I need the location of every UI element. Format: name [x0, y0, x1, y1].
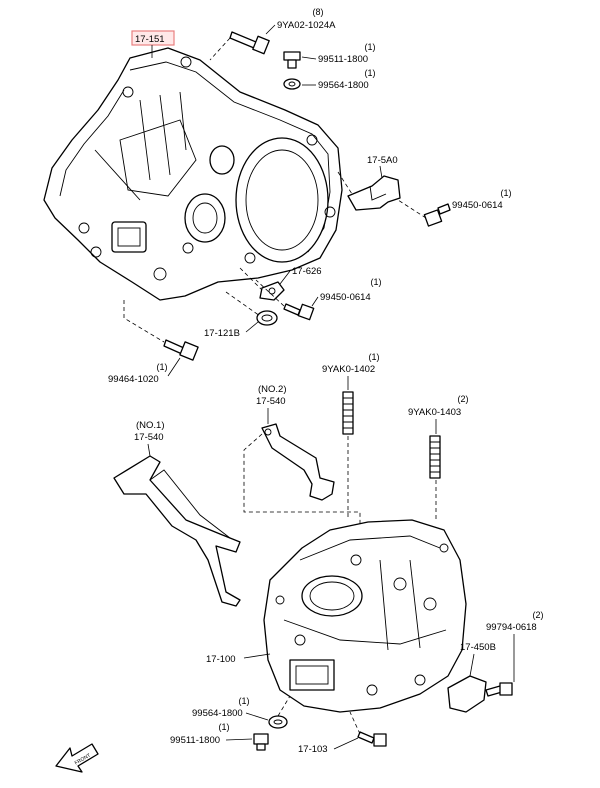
label-17-121b[interactable]: 17-121B — [204, 328, 240, 339]
plug-99511-1800-top[interactable] — [283, 51, 301, 69]
seal-17-121b[interactable] — [256, 310, 278, 326]
bolt-99794-0618[interactable] — [485, 682, 513, 697]
label-17-540-no1[interactable]: 17-540 — [134, 432, 164, 443]
label-99564-bottom[interactable]: 99564-1800 — [192, 708, 243, 719]
label-17-626[interactable]: 17-626 — [292, 266, 322, 277]
clutch-housing[interactable] — [43, 47, 343, 301]
front-direction-arrow: FRONT — [55, 743, 99, 773]
label-99564-top[interactable]: 99564-1800 — [318, 80, 369, 91]
callout-box-17-151[interactable] — [131, 30, 175, 46]
label-99511-bottom[interactable]: 99511-1800 — [170, 735, 220, 746]
gasket-17-626[interactable] — [259, 281, 285, 301]
bracket-17-540-no2[interactable] — [261, 423, 335, 501]
gasket-99564-1800-bottom[interactable] — [268, 715, 288, 729]
bolt-99450-0614-b[interactable] — [283, 303, 315, 321]
bolt-99464-1020[interactable] — [163, 339, 199, 361]
label-99794-0618[interactable]: 99794-0618 — [486, 622, 537, 633]
qty-9yak0-1402: (1) — [369, 352, 380, 362]
qty-99450-b: (1) — [371, 277, 382, 287]
plug-99511-1800-bottom[interactable] — [253, 733, 269, 751]
label-17-540-no2[interactable]: 17-540 — [256, 396, 286, 407]
qty-99564-bottom: (1) — [239, 696, 250, 706]
label-17-100[interactable]: 17-100 — [206, 654, 236, 665]
label-9yak0-1403[interactable]: 9YAK0-1403 — [408, 407, 461, 418]
label-9yak0-1402[interactable]: 9YAK0-1402 — [322, 364, 375, 375]
label-17-151[interactable]: 17-151 — [135, 34, 165, 45]
label-17-5a0[interactable]: 17-5A0 — [367, 155, 398, 166]
qty-99564-top: (1) — [365, 68, 376, 78]
transaxle-case[interactable] — [263, 519, 467, 713]
bolt-17-103[interactable] — [357, 731, 387, 747]
qty-9ya02-1024a: (8) — [313, 7, 324, 17]
qty-9yak0-1403: (2) — [458, 394, 469, 404]
label-17-450b[interactable]: 17-450B — [460, 642, 496, 653]
leader-9ya02-1024a — [209, 37, 231, 61]
label-17-540-no1-tag: (NO.1) — [136, 420, 165, 431]
bracket-17-540-no1[interactable] — [113, 455, 241, 607]
label-17-540-no2-tag: (NO.2) — [258, 384, 287, 395]
qty-99511-bottom: (1) — [219, 722, 230, 732]
bracket-17-5a0[interactable] — [347, 175, 401, 211]
label-99511-top[interactable]: 99511-1800 — [318, 54, 368, 65]
cover-17-450b[interactable] — [447, 675, 487, 713]
label-17-103[interactable]: 17-103 — [298, 744, 328, 755]
qty-99464-1020: (1) — [157, 362, 168, 372]
gasket-99564-1800-top[interactable] — [283, 78, 301, 90]
stud-9yak0-1403[interactable] — [429, 435, 441, 479]
label-9ya02-1024a[interactable]: 9YA02-1024A — [277, 20, 336, 31]
qty-99511-top: (1) — [365, 42, 376, 52]
stud-9yak0-1402[interactable] — [342, 391, 354, 435]
qty-99450-a: (1) — [501, 188, 512, 198]
label-99450-a[interactable]: 99450-0614 — [452, 200, 503, 211]
qty-99794-0618: (2) — [533, 610, 544, 620]
label-99450-b[interactable]: 99450-0614 — [320, 292, 371, 303]
bolt-99450-0614-a[interactable] — [423, 203, 451, 227]
label-99464-1020[interactable]: 99464-1020 — [108, 374, 159, 385]
bolt-9ya02-1024a[interactable] — [229, 31, 270, 55]
